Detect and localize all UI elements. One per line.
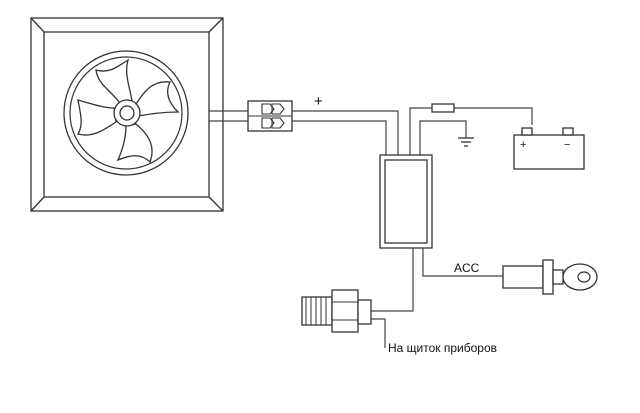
dashboard-label: На щиток приборов [388,341,497,355]
acc-label: ACC [454,261,480,275]
temperature-sensor-icon [301,289,372,333]
fuse-icon [431,103,455,113]
battery-plus-label: + [520,139,526,151]
relay-box [379,154,433,249]
plug-connector-icon [247,100,293,132]
ground-icon [458,137,474,147]
battery-minus-label: − [564,139,570,151]
ignition-key-icon [502,259,598,295]
wires [292,107,533,348]
positive-label: + [314,93,323,110]
fan-icon [30,17,224,212]
battery-icon: + − [513,127,585,170]
fan-leads [209,110,248,122]
fan-blades [77,58,180,164]
